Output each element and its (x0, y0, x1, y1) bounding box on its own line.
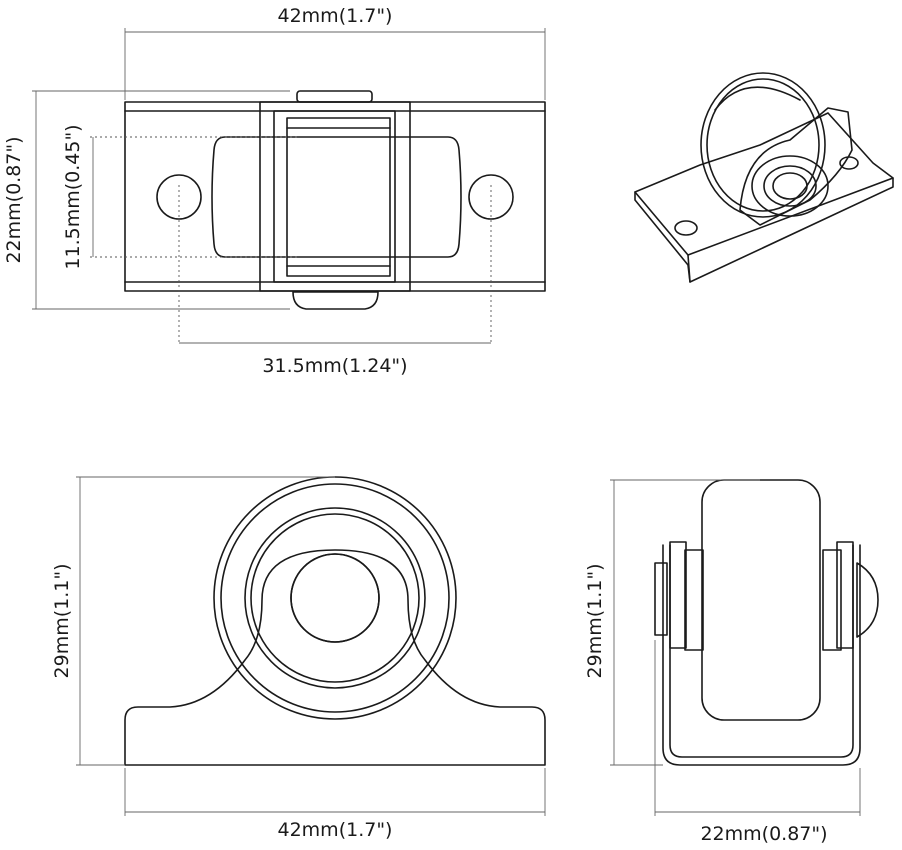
side-plate-left (684, 549, 704, 651)
top-fork (286, 117, 391, 277)
side-plate-right (822, 549, 842, 651)
label-side-height: 29mm(1.1") (584, 564, 606, 679)
label-top-height: 22mm(0.87") (3, 136, 25, 263)
iso-hole-right (839, 156, 859, 170)
top-base-plate (124, 101, 546, 292)
top-dimensions (32, 28, 546, 344)
top-bracket (259, 101, 411, 292)
iso-hub (751, 155, 829, 217)
label-side-width: 22mm(0.87") (700, 823, 827, 845)
side-axle-left (654, 562, 668, 636)
iso-view (634, 72, 894, 283)
front-base (124, 549, 546, 766)
side-u-bracket (662, 544, 861, 766)
side-axle-right (856, 562, 879, 638)
iso-hole-left (674, 220, 698, 236)
label-top-hole-spacing: 31.5mm(1.24") (262, 355, 407, 377)
top-hole-left (156, 174, 202, 220)
label-front-width: 42mm(1.7") (278, 819, 393, 841)
side-wheel (701, 479, 821, 721)
top-hole-right (468, 174, 514, 220)
label-top-inner-height: 11.5mm(0.45") (62, 124, 84, 269)
side-dimensions (610, 479, 861, 816)
top-axle-nut-upper (296, 90, 373, 103)
top-axle-nut-lower (292, 291, 379, 310)
iso-wheel-outer (700, 72, 826, 218)
front-wheel-inner (244, 507, 426, 689)
label-front-height: 29mm(1.1") (51, 564, 73, 679)
label-top-width: 42mm(1.7") (278, 5, 393, 27)
side-view (654, 479, 879, 766)
top-view (90, 90, 546, 343)
iso-bracket (739, 107, 853, 226)
iso-axle (763, 165, 817, 207)
front-view (124, 476, 546, 766)
front-dimensions (76, 476, 546, 816)
top-wheel (211, 136, 462, 258)
